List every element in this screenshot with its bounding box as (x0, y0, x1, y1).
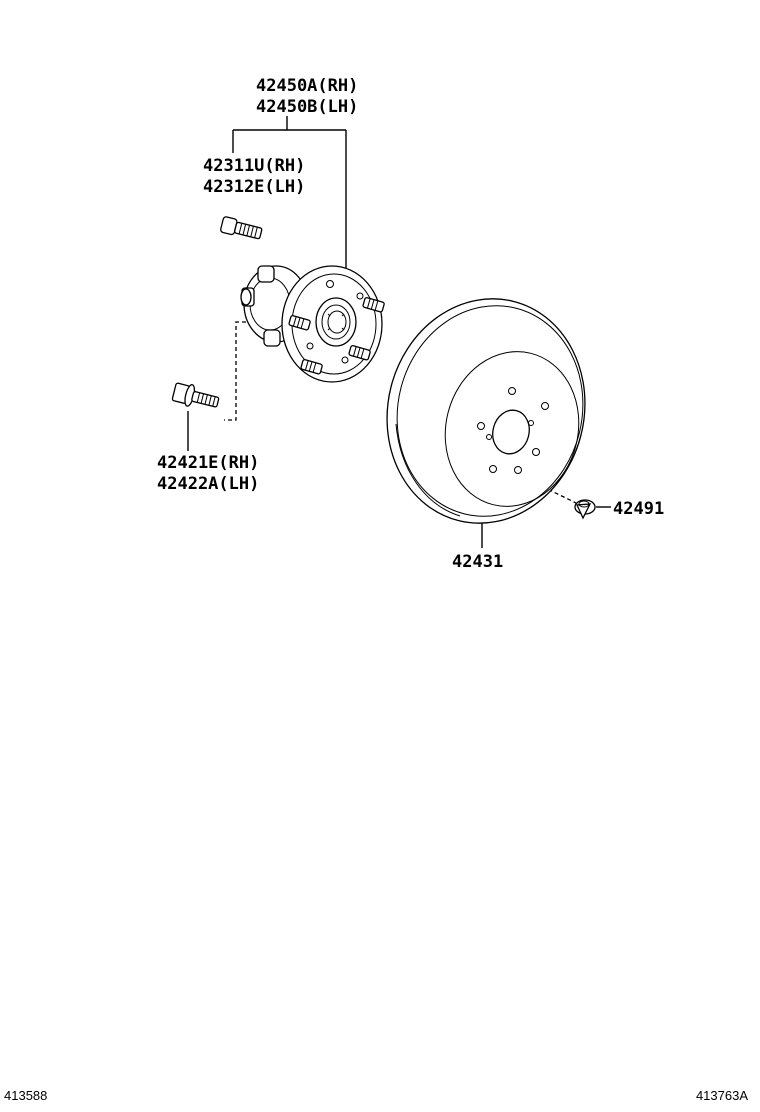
footer-left-code: 413588 (4, 1088, 47, 1103)
label-flange-bolt-rh: 42421E(RH) (157, 453, 259, 473)
leader-lines (187, 116, 611, 548)
hub-bolt-icon (220, 216, 263, 240)
label-hub-lh: 42450B(LH) (256, 97, 358, 117)
brake-disc-icon (386, 298, 586, 524)
hole-plug-icon (574, 499, 596, 520)
flange-bolt-icon (171, 382, 220, 408)
label-hub-rh: 42450A(RH) (256, 76, 358, 96)
label-bolt-lh: 42312E(LH) (203, 177, 305, 197)
hub-bearing-assembly-icon (240, 265, 385, 383)
label-disc: 42431 (452, 552, 503, 572)
footer-right-code: 413763A (696, 1088, 748, 1103)
label-bolt-rh: 42311U(RH) (203, 156, 305, 176)
label-plug: 42491 (613, 499, 664, 519)
label-flange-bolt-lh: 42422A(LH) (157, 474, 259, 494)
